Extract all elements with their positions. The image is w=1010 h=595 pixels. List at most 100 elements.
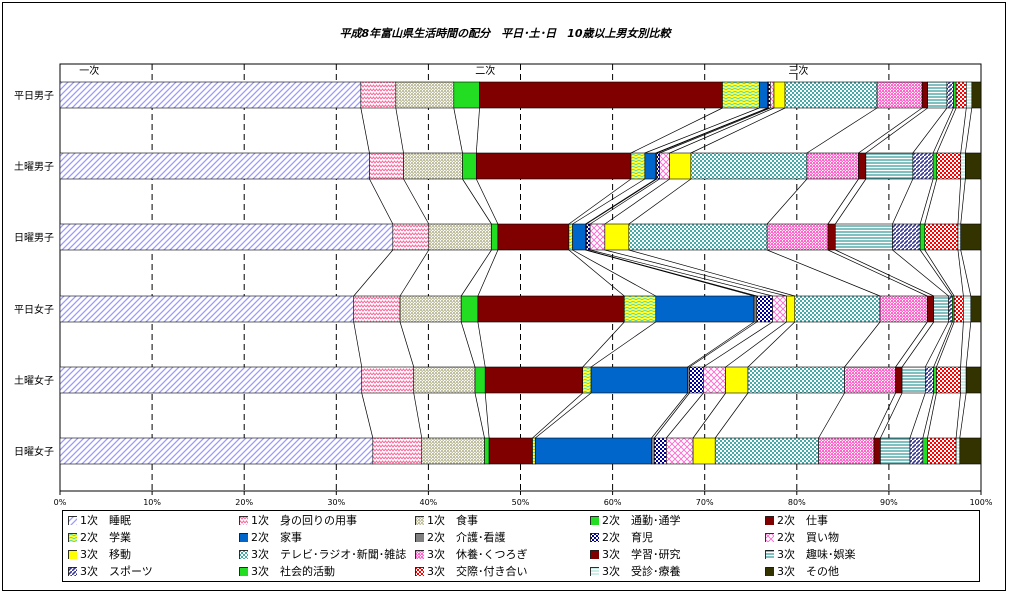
legend-label: 3次 交際･付き合い [427, 565, 528, 578]
series-connector [590, 249, 773, 297]
legend-swatch [239, 516, 248, 525]
bar-segment [628, 223, 768, 251]
bar-segment [806, 152, 859, 180]
series-connector [960, 321, 964, 368]
group-label: 一次 [79, 64, 99, 77]
series-connector [477, 249, 499, 297]
series-connector [690, 107, 786, 154]
series-connector [960, 107, 967, 154]
bar-segment [936, 152, 962, 180]
bar-segment [835, 223, 893, 251]
x-tick-label: 30% [327, 498, 345, 507]
bar-segment [766, 223, 829, 251]
series-connector [628, 178, 692, 225]
bar-segment [892, 223, 921, 251]
category-label: 日曜男子 [14, 232, 54, 244]
series-connector [858, 107, 923, 154]
bar-segment [879, 295, 928, 323]
legend-swatch [590, 516, 599, 525]
series-connector [909, 392, 926, 439]
bar-segment [59, 295, 355, 323]
series-connector [568, 178, 632, 225]
category-label: 平日女子 [14, 303, 54, 316]
bar-segment [725, 366, 749, 394]
series-connector [590, 321, 656, 368]
bar-segment [960, 223, 982, 251]
bar-segment [919, 223, 926, 251]
series-connector [689, 321, 757, 368]
legend-label: 2次 学業 [80, 531, 131, 544]
bar-segment [953, 295, 964, 323]
series-connector [462, 178, 492, 225]
category-label: 土曜男子 [14, 160, 54, 173]
series-connector [932, 107, 954, 154]
series-connector [484, 392, 490, 439]
legend-label: 3次 休養･くつろぎ [427, 548, 528, 561]
bar-segment [59, 366, 363, 394]
bar-segment [353, 295, 401, 323]
legend-swatch [590, 533, 599, 542]
series-connector [959, 392, 967, 439]
bar-segment [428, 223, 492, 251]
series-connector [806, 107, 878, 154]
legend-label: 3次 スポーツ [80, 565, 153, 578]
legend-swatch [415, 533, 424, 542]
legend-swatch [765, 516, 774, 525]
legend-swatch [590, 550, 599, 559]
legend-label: 3次 その他 [777, 565, 839, 578]
bar-segment [927, 437, 957, 465]
x-tick-label: 50% [512, 498, 530, 507]
x-tick-label: 90% [880, 498, 898, 507]
series-connector [957, 178, 962, 225]
series-connector [361, 392, 374, 439]
series-connector [892, 249, 949, 297]
legend-label: 1次 睡眠 [80, 514, 131, 527]
legend-swatch [68, 550, 77, 559]
series-connector [964, 107, 973, 154]
series-connector [532, 392, 583, 439]
series-connector [927, 392, 937, 439]
legend-swatch [239, 533, 248, 542]
bar-segment [399, 295, 462, 323]
bar-segment [965, 152, 982, 180]
legend-swatch [765, 550, 774, 559]
category-label: 平日男子 [14, 90, 54, 102]
legend-label: 3次 移動 [80, 548, 131, 561]
x-tick-label: 20% [235, 498, 253, 507]
series-connector [666, 392, 704, 439]
legend-swatch [239, 567, 248, 576]
series-connector [628, 249, 795, 297]
x-tick-label: 80% [788, 498, 806, 507]
bar-segment [794, 295, 881, 323]
bar-segment [703, 366, 726, 394]
bar-segment [714, 437, 819, 465]
bar-segment [692, 437, 716, 465]
bar-segment [453, 81, 480, 109]
bar-segment [946, 81, 954, 109]
bar-segment [484, 437, 490, 465]
bar-segment [953, 81, 957, 109]
series-connector [933, 321, 953, 368]
bar-segment [491, 223, 499, 251]
series-connector [582, 321, 625, 368]
bar-segment [582, 366, 592, 394]
series-connector [936, 107, 957, 154]
legend-swatch [68, 533, 77, 542]
series-connector [474, 392, 485, 439]
series-connector [568, 249, 625, 297]
series-connector [586, 249, 757, 297]
series-connector [535, 392, 592, 439]
series-connector [924, 249, 955, 297]
legend-swatch [415, 550, 424, 559]
bar-segment [922, 437, 928, 465]
bar-segment [895, 366, 903, 394]
legend-label: 2次 介護･看護 [427, 531, 506, 544]
bar-segment [909, 437, 924, 465]
series-connector [924, 178, 938, 225]
bar-segment [773, 81, 786, 109]
legend-swatch [68, 516, 77, 525]
series-connector [835, 178, 867, 225]
series-connector [399, 321, 415, 368]
